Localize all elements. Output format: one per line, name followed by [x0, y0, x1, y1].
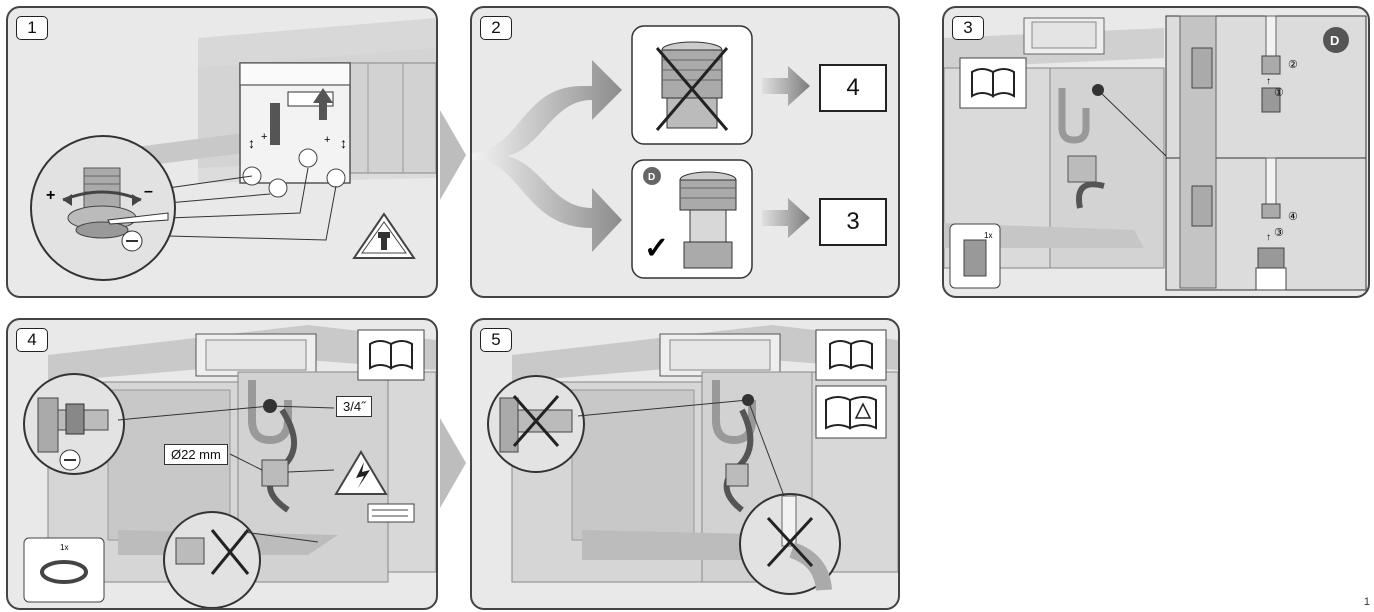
thread-size-label: 3/4˝ — [336, 396, 373, 417]
step-number: 5 — [480, 328, 512, 352]
quantity-label: 1x — [60, 543, 68, 552]
step-3-panel: 1x ↑ ↑ ② ① ④ ③ D 3 — [942, 6, 1370, 298]
svg-text:↑: ↑ — [1266, 232, 1271, 243]
step-4-panel: 1x 3/4˝ Ø22 mm 4 — [6, 318, 438, 610]
svg-text:↑: ↑ — [1266, 76, 1271, 87]
step-3-illustration: 1x ↑ ↑ ② ① ④ ③ D — [944, 15, 1367, 291]
step-5-panel: 5 — [470, 318, 900, 610]
svg-text:D: D — [1330, 33, 1339, 48]
step-5-illustration — [487, 325, 898, 595]
go-to-step-3-box: 3 — [819, 198, 887, 246]
step-circle-1: ① — [1274, 87, 1284, 99]
minus-label: – — [144, 183, 153, 200]
quantity-label: 1x — [984, 231, 992, 240]
step-number: 1 — [16, 16, 48, 40]
svg-text:D: D — [648, 172, 655, 183]
step-2-illustration: D ✓ — [472, 25, 810, 279]
chevron-right-icon — [440, 418, 466, 508]
step-number: 4 — [16, 328, 48, 352]
checkmark-icon: ✓ — [644, 232, 669, 265]
step-circle-3: ③ — [1274, 227, 1284, 239]
step-number: 2 — [480, 16, 512, 40]
step-2-panel: D ✓ 4 3 2 — [470, 6, 900, 298]
step-1-panel: ↕ ↕ + + + – 1 — [6, 6, 438, 298]
page-number: 1 — [1363, 596, 1370, 608]
svg-text:↕: ↕ — [340, 135, 347, 151]
go-to-step-4-box: 4 — [819, 64, 887, 112]
plus-label: + — [46, 187, 55, 204]
plus-sign-left: + — [261, 131, 267, 143]
step-circle-4: ④ — [1288, 211, 1298, 223]
svg-text:+: + — [324, 134, 330, 146]
badge-d-icon — [1323, 27, 1349, 53]
step-number: 3 — [952, 16, 984, 40]
badge-d-icon — [643, 167, 661, 185]
svg-text:↕: ↕ — [248, 135, 255, 151]
hose-diameter-label: Ø22 mm — [164, 444, 228, 465]
step-4-illustration: 1x — [23, 325, 436, 608]
step-circle-2: ② — [1288, 59, 1298, 71]
step-1-illustration: ↕ ↕ + + + – — [30, 18, 436, 281]
chevron-right-icon — [440, 110, 466, 200]
